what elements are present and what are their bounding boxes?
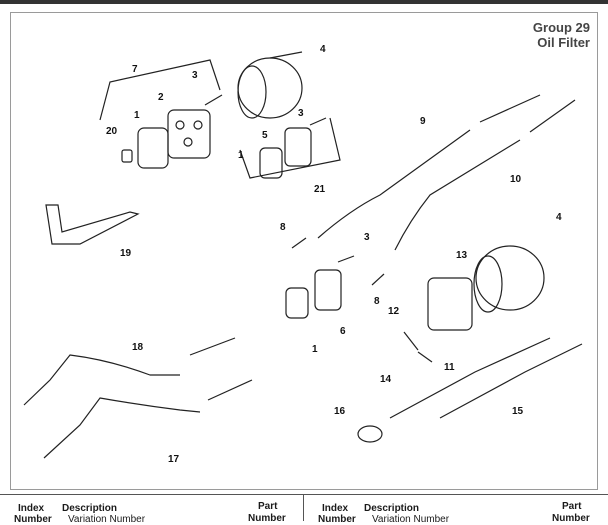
table-header-left: Index Description Part Number Variation …	[0, 495, 304, 525]
callout-4b: 4	[556, 212, 562, 223]
index-header: Index	[18, 503, 45, 514]
callout-18: 18	[132, 342, 144, 353]
callout-3b: 3	[298, 108, 304, 119]
callout-6: 6	[340, 326, 346, 337]
callout-19: 19	[120, 248, 132, 259]
adapter-6	[314, 269, 342, 311]
callout-7: 7	[132, 64, 138, 75]
callout-1b: 1	[238, 150, 244, 161]
callout-10: 10	[510, 174, 522, 185]
callout-9: 9	[420, 116, 426, 127]
callout-21: 21	[314, 184, 326, 195]
part-header-right: Part	[562, 501, 582, 512]
callout-16: 16	[334, 406, 346, 417]
callout-4: 4	[320, 44, 326, 55]
hose-17	[43, 397, 201, 459]
bracket-19	[45, 204, 140, 245]
callout-13: 13	[456, 250, 468, 261]
hose-18	[23, 354, 180, 406]
part-header: Part	[258, 501, 278, 512]
callout-8: 8	[280, 222, 286, 233]
part-number-header-right: Number	[552, 513, 590, 524]
washer-16	[357, 425, 383, 443]
top-rule	[0, 0, 608, 4]
table-header-right: Index Description Part Number Variation …	[304, 495, 608, 525]
callout-1c: 1	[312, 344, 318, 355]
description-header: Description	[62, 503, 118, 514]
hose-10	[394, 139, 521, 251]
callout-20: 20	[106, 126, 118, 137]
parts-table-header: Index Description Part Number Variation …	[0, 494, 608, 525]
oil-filter-4-right	[475, 245, 545, 311]
callout-14: 14	[380, 374, 392, 385]
page-title: Group 29 Oil Filter	[533, 20, 590, 50]
group-title: Oil Filter	[537, 35, 590, 50]
group-number: Group 29	[532, 20, 590, 35]
callout-3c: 3	[364, 232, 370, 243]
housing-13	[427, 277, 473, 331]
diagram-frame	[10, 12, 598, 490]
callout-1: 1	[134, 110, 140, 121]
callout-12: 12	[388, 306, 400, 317]
callout-17: 17	[168, 454, 180, 465]
bracket-line-7	[99, 59, 221, 121]
callout-labels: 7 3 2 1 20 4 3 5 1 21 19 9 10 4 8 3 13 8…	[106, 44, 562, 465]
gasket-1-mid	[285, 287, 309, 319]
callout-8b: 8	[374, 296, 380, 307]
callout-15: 15	[512, 406, 524, 417]
callout-5: 5	[262, 130, 268, 141]
callout-2: 2	[158, 92, 164, 103]
callout-3: 3	[192, 70, 198, 81]
index-header-right: Index	[322, 503, 349, 514]
adapter-2	[167, 109, 211, 159]
part-number-header: Number	[248, 513, 286, 524]
description-header-right: Description	[364, 503, 420, 514]
hose-9	[317, 129, 471, 239]
bracket-line-21	[239, 117, 341, 179]
gasket-1	[137, 127, 169, 169]
exploded-parts-diagram: 7 3 2 1 20 4 3 5 1 21 19 9 10 4 8 3 13 8…	[23, 44, 583, 465]
hose-14	[389, 337, 551, 419]
plug-20	[121, 149, 133, 163]
hose-15	[439, 343, 583, 419]
callout-11: 11	[444, 362, 455, 373]
